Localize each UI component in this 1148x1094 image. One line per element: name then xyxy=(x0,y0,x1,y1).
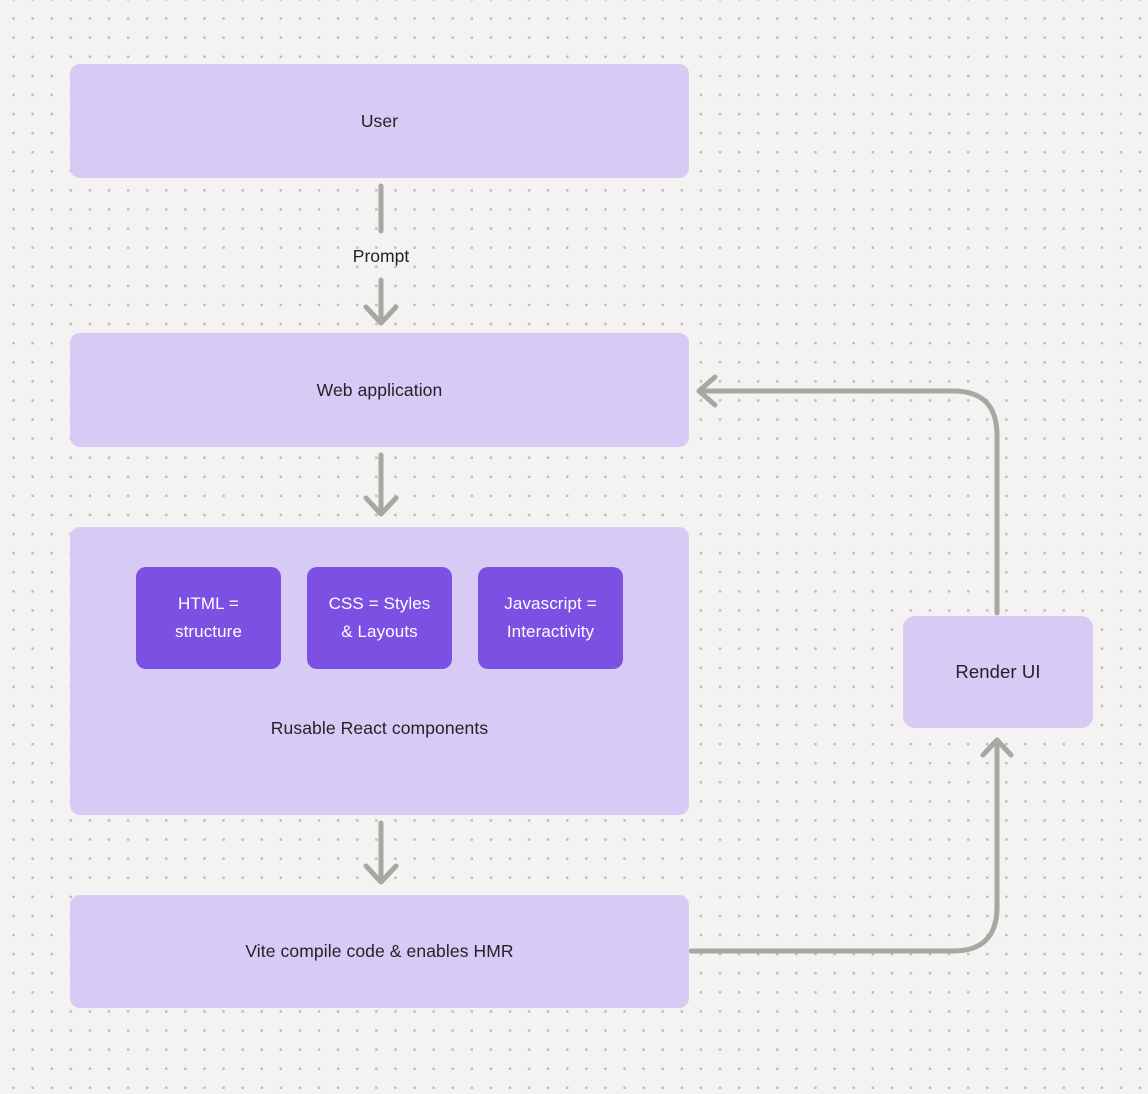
chip-html-label: HTML = structure xyxy=(174,594,243,641)
chip-css-label: CSS = Styles & Layouts xyxy=(328,594,431,641)
node-web-application-label: Web application xyxy=(316,379,443,400)
arrowhead-down-vite xyxy=(363,863,399,885)
node-components-group[interactable]: HTML = structure CSS = Styles & Layouts … xyxy=(70,527,689,815)
node-user[interactable]: User xyxy=(70,64,689,178)
chip-html[interactable]: HTML = structure xyxy=(136,567,281,669)
node-vite[interactable]: Vite compile code & enables HMR xyxy=(70,895,689,1008)
arrow-vite-to-renderui xyxy=(688,743,1000,954)
arrowhead-left-webapp xyxy=(696,374,718,408)
node-user-label: User xyxy=(360,110,399,131)
node-vite-label: Vite compile code & enables HMR xyxy=(245,941,514,961)
node-web-application[interactable]: Web application xyxy=(70,333,689,447)
node-render-ui[interactable]: Render UI xyxy=(903,616,1093,728)
chip-javascript-label: Javascript = Interactivity xyxy=(504,594,597,641)
node-render-ui-label: Render UI xyxy=(955,661,1041,682)
arrowhead-down-webapp xyxy=(363,304,399,326)
arrowhead-up-renderui xyxy=(980,737,1014,758)
components-group-caption: Rusable React components xyxy=(270,718,489,738)
chip-css[interactable]: CSS = Styles & Layouts xyxy=(307,567,452,669)
arrow-renderui-to-webapp xyxy=(698,388,1000,616)
edge-label-prompt: Prompt xyxy=(352,246,410,266)
arrowhead-down-group xyxy=(363,495,399,517)
components-row: HTML = structure CSS = Styles & Layouts … xyxy=(70,527,689,669)
chip-javascript[interactable]: Javascript = Interactivity xyxy=(478,567,623,669)
